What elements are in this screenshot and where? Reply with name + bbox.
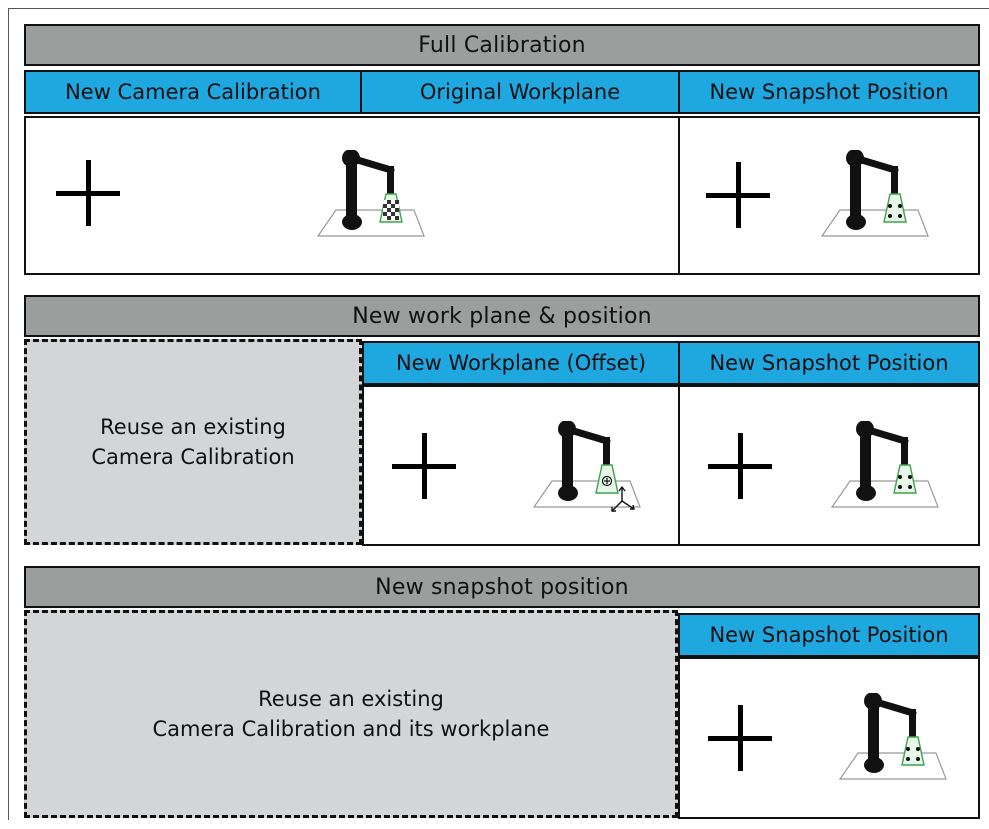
reuse-line-1: Reuse an existing xyxy=(258,687,444,711)
full-snapshot-content-cell xyxy=(678,116,980,275)
robot-arm-snapshot-icon xyxy=(820,150,929,237)
plus-icon xyxy=(708,705,772,771)
new-workplane-offset-text: New Workplane (Offset) xyxy=(395,351,647,375)
robot-arm-snapshot-icon xyxy=(830,421,939,508)
reuse-calibration-workplane-box: Reuse an existing Camera Calibration and… xyxy=(24,610,678,818)
snapshot-new-snapshot-position-text: New Snapshot Position xyxy=(709,623,949,647)
snapshot-content-cell xyxy=(678,657,980,819)
new-camera-calibration-label: New Camera Calibration xyxy=(24,70,362,114)
new-camera-calibration-text: New Camera Calibration xyxy=(65,80,321,104)
robot-arm-workplane-offset-icon xyxy=(532,421,641,512)
new-workplane-content-cell xyxy=(362,385,680,546)
robot-arm-snapshot-icon xyxy=(838,693,947,780)
reuse-camera-calibration-box: Reuse an existing Camera Calibration xyxy=(24,339,362,545)
original-workplane-text: Original Workplane xyxy=(419,80,621,104)
new-workplane-offset-label: New Workplane (Offset) xyxy=(362,341,680,385)
original-workplane-label: Original Workplane xyxy=(360,70,680,114)
full-new-snapshot-position-label: New Snapshot Position xyxy=(678,70,980,114)
plus-icon xyxy=(708,433,772,499)
robot-arm-checkerboard-icon xyxy=(316,150,425,237)
new-snapshot-position-title: New snapshot position xyxy=(375,574,629,600)
plane-new-snapshot-position-text: New Snapshot Position xyxy=(709,351,949,375)
snapshot-new-snapshot-position-label: New Snapshot Position xyxy=(678,613,980,657)
full-calibration-header: Full Calibration xyxy=(24,24,980,66)
plus-icon xyxy=(56,160,120,226)
new-snapshot-position-header: New snapshot position xyxy=(24,566,980,608)
outer-frame-top xyxy=(8,8,989,9)
reuse-line-1: Reuse an existing xyxy=(100,415,286,439)
plane-new-snapshot-position-label: New Snapshot Position xyxy=(678,341,980,385)
outer-frame-left xyxy=(8,8,9,820)
full-calibration-content-cell xyxy=(24,116,680,275)
full-new-snapshot-position-text: New Snapshot Position xyxy=(709,80,949,104)
reuse-line-2: Camera Calibration xyxy=(91,445,295,469)
plus-icon xyxy=(392,433,456,499)
new-work-plane-header: New work plane & position xyxy=(24,295,980,337)
full-calibration-title: Full Calibration xyxy=(418,32,586,58)
new-work-plane-title: New work plane & position xyxy=(352,303,652,329)
reuse-line-2: Camera Calibration and its workplane xyxy=(152,717,550,741)
plus-icon xyxy=(706,162,770,228)
plane-snapshot-content-cell xyxy=(678,385,980,546)
